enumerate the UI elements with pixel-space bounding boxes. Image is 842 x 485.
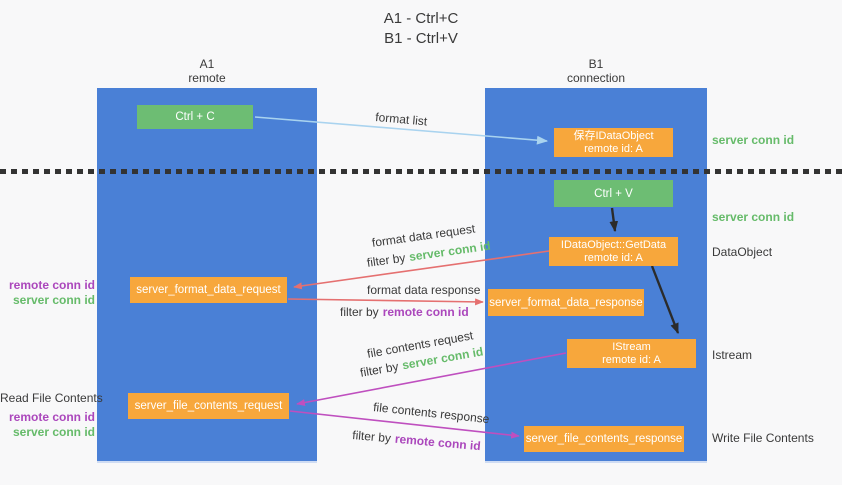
- remote-conn-id-text: remote conn id: [394, 431, 482, 454]
- format-data-response-arrow: [287, 298, 484, 306]
- machine-separator-dotted-line: [0, 169, 842, 174]
- node-server-file-contents-request: server_file_contents_request: [128, 393, 289, 419]
- column-a1-subtitle: remote: [188, 71, 226, 85]
- right-server-conn-id-bottom: server conn id: [712, 210, 795, 224]
- node-ctrl-c: Ctrl + C: [137, 105, 253, 129]
- left-server-conn-id-top: server conn id: [12, 293, 95, 307]
- column-header-a1: A1 remote: [97, 57, 317, 85]
- left-read-file-contents-label: Read File Contents: [0, 391, 103, 405]
- filter-by-text: filter by: [366, 250, 407, 270]
- remote-conn-id-text: remote conn id: [382, 305, 469, 319]
- label-format-data-response: format data response: [367, 283, 481, 297]
- right-write-file-contents-label: Write File Contents: [712, 431, 814, 445]
- node-save-idataobject-remote-id: remote id: A: [584, 142, 643, 155]
- left-remote-conn-id-top: remote conn id: [8, 278, 95, 292]
- filter-by-text: filter by: [359, 359, 400, 380]
- right-server-conn-id-top: server conn id: [712, 133, 795, 147]
- column-b1-name: B1: [588, 57, 604, 71]
- title-line-a1: A1 - Ctrl+C: [383, 10, 459, 27]
- node-format-response-label: server_format_data_response: [489, 296, 643, 309]
- node-istream: IStream remote id: A: [567, 339, 696, 368]
- node-server-format-data-response: server_format_data_response: [488, 289, 644, 316]
- node-server-format-data-request: server_format_data_request: [130, 277, 287, 303]
- node-ctrl-v-label: Ctrl + V: [594, 187, 633, 200]
- diagram-title: A1 - Ctrl+C B1 - Ctrl+V: [0, 9, 842, 49]
- column-header-b1: B1 connection: [485, 57, 707, 85]
- right-dataobject-label: DataObject: [712, 245, 773, 259]
- node-ctrl-c-label: Ctrl + C: [175, 111, 215, 123]
- node-server-file-contents-response: server_file_contents_response: [524, 426, 684, 452]
- node-save-idataobject: 保存IDataObject remote id: A: [554, 128, 673, 157]
- node-getdata-remote-id: remote id: A: [584, 251, 643, 264]
- column-a1-name: A1: [199, 57, 215, 71]
- node-save-idataobject-title: 保存IDataObject: [573, 129, 654, 142]
- right-istream-label: Istream: [712, 348, 753, 362]
- node-idataobject-getdata: IDataObject::GetData remote id: A: [549, 237, 678, 266]
- node-file-request-label: server_file_contents_request: [134, 400, 283, 412]
- node-getdata-title: IDataObject::GetData: [560, 238, 667, 251]
- node-istream-title: IStream: [612, 340, 651, 353]
- node-file-response-label: server_file_contents_response: [525, 433, 683, 445]
- label-format-list: format list: [374, 110, 428, 129]
- node-istream-remote-id: remote id: A: [602, 353, 661, 366]
- node-ctrl-v: Ctrl + V: [554, 180, 673, 207]
- title-line-b1: B1 - Ctrl+V: [384, 30, 458, 47]
- left-server-conn-id-bottom: server conn id: [12, 425, 95, 439]
- left-remote-conn-id-bottom: remote conn id: [8, 410, 95, 424]
- filter-by-text: filter by: [340, 305, 379, 319]
- node-format-request-label: server_format_data_request: [136, 284, 281, 296]
- filter-by-text: filter by: [351, 428, 392, 446]
- label-file-contents-response: file contents response: [372, 400, 491, 427]
- column-b1-subtitle: connection: [566, 71, 626, 85]
